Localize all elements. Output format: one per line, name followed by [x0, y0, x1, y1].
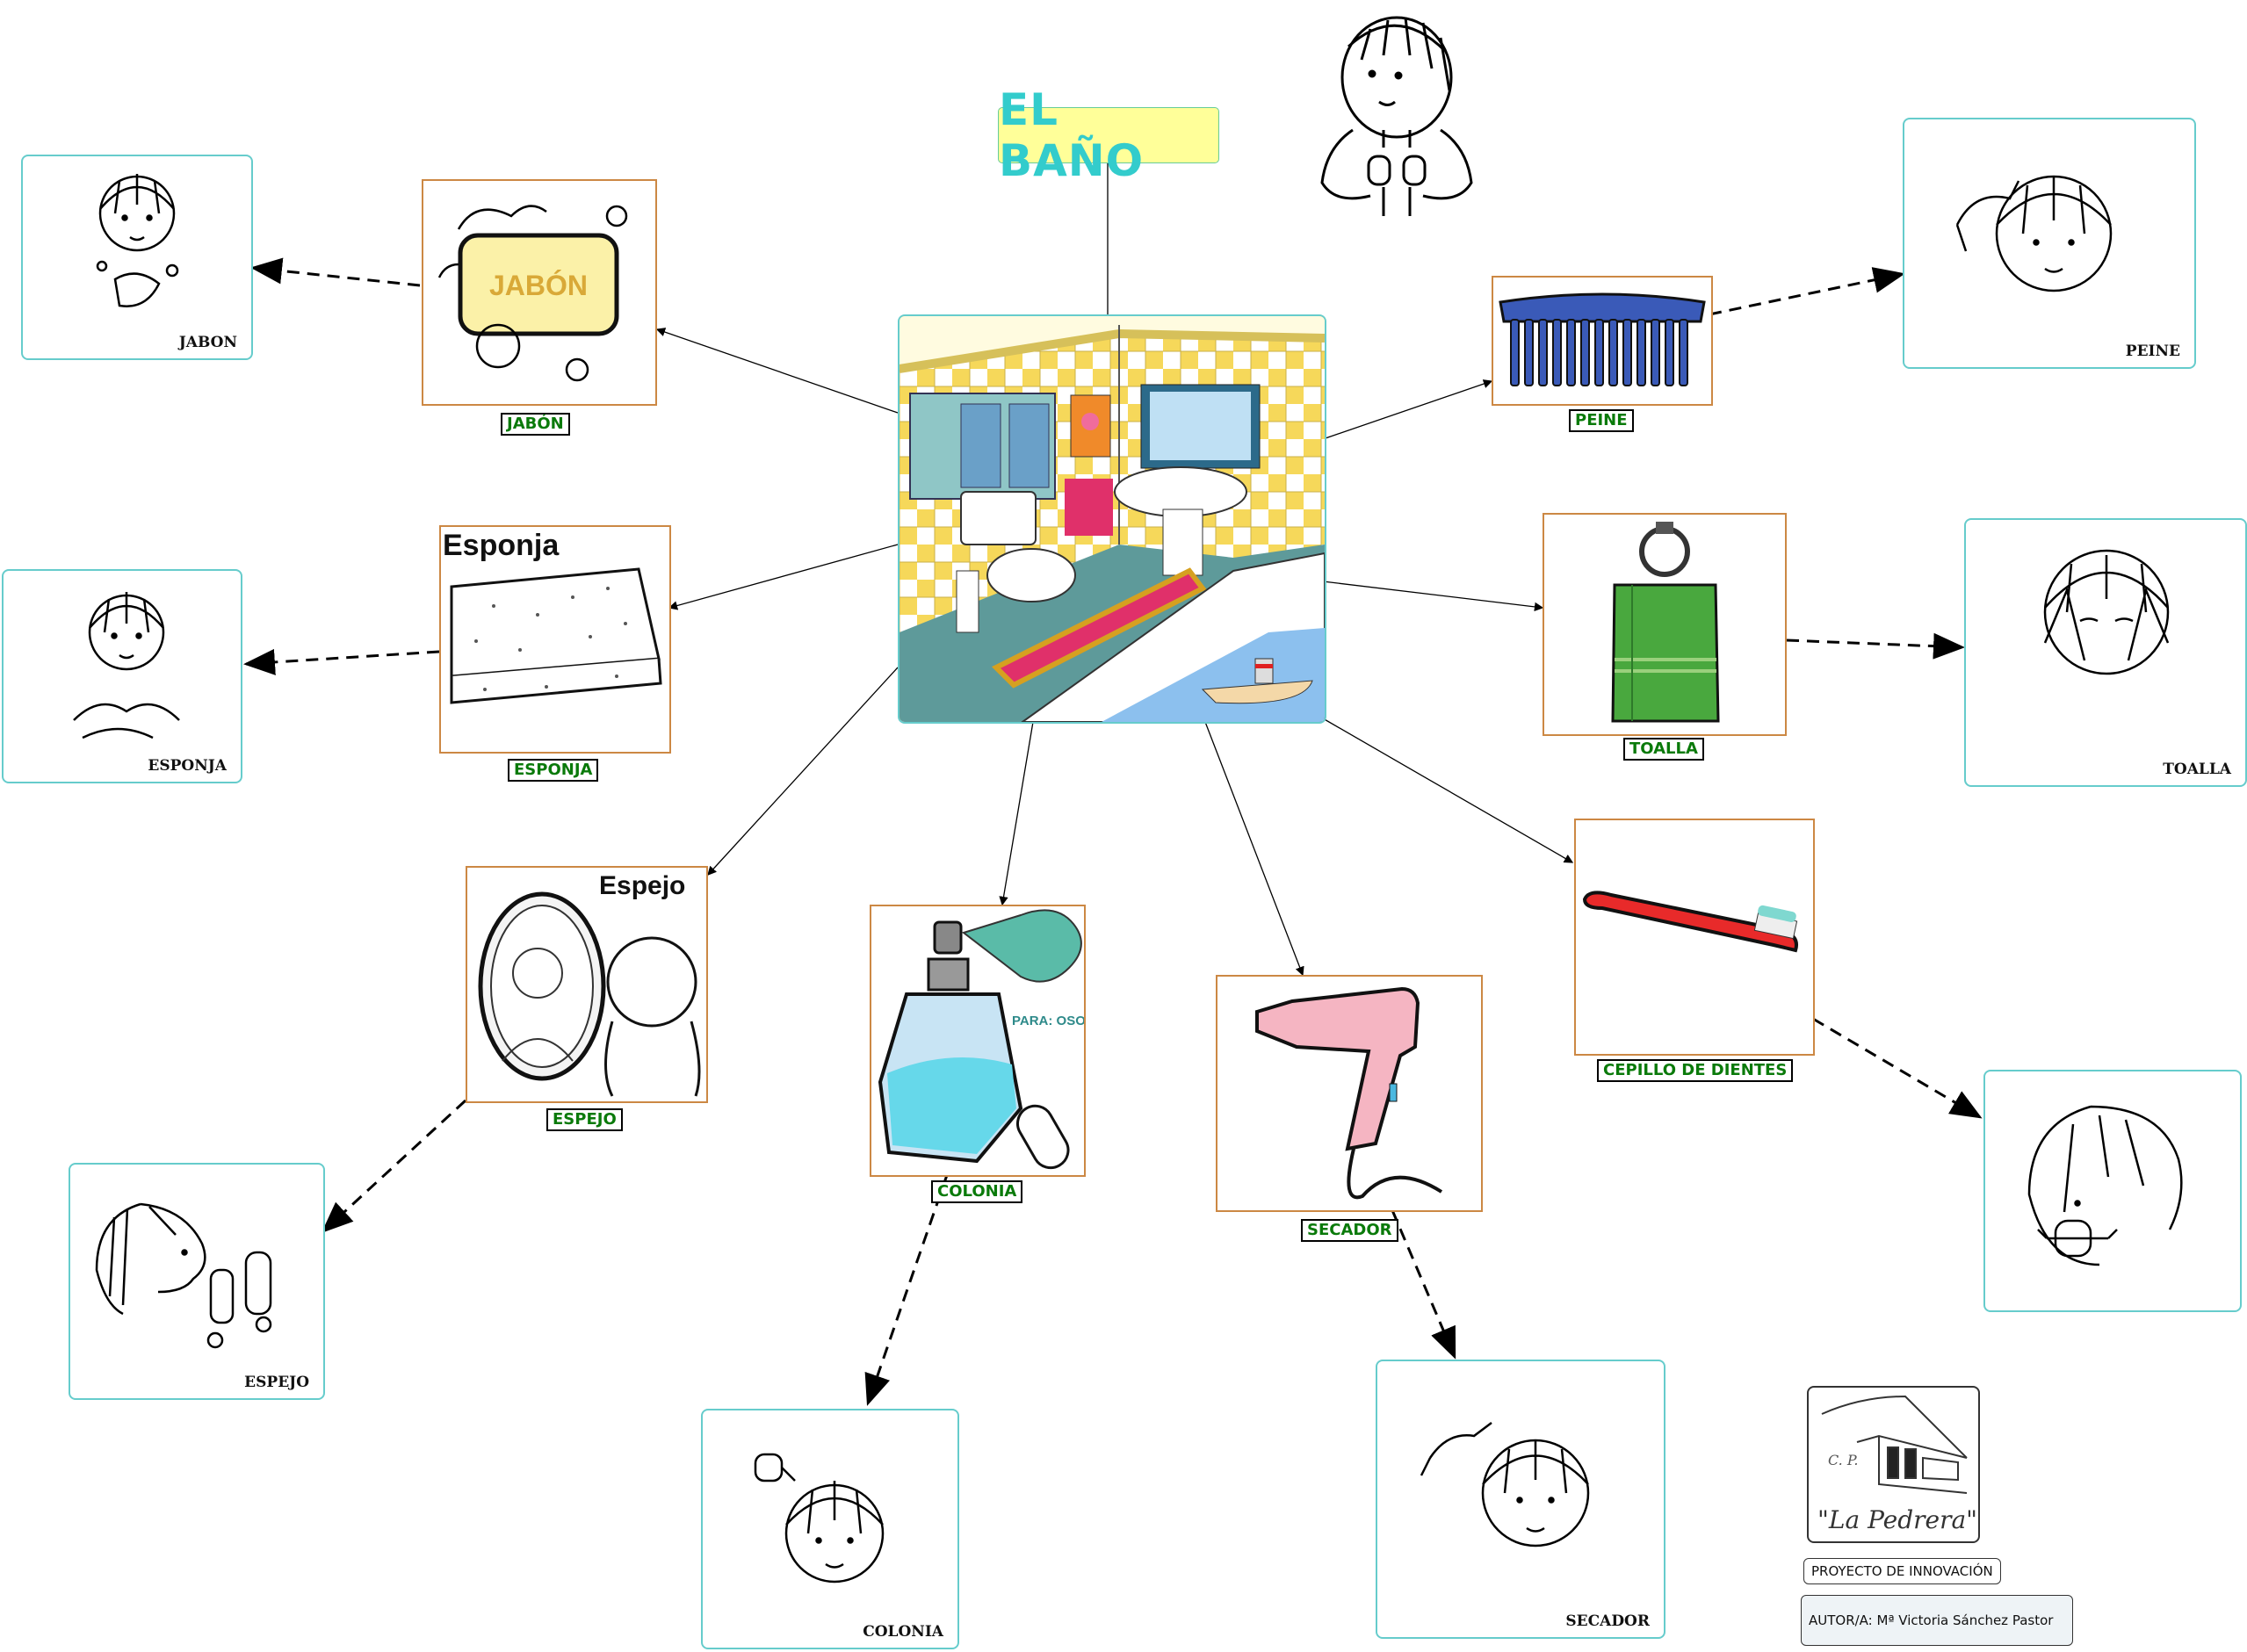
towel-icon [1611, 522, 1720, 723]
soap-icon: JABÓN [437, 205, 628, 382]
sign-label-secador: SECADOR [1565, 1612, 1650, 1630]
label-peine: PEINE [1569, 409, 1634, 432]
cologne-text: PARA: OSO [1012, 1014, 1084, 1028]
dlink-esponja [243, 648, 440, 675]
link-center-espejo [707, 667, 899, 876]
dlink-peine [1709, 267, 1905, 316]
object-node-colonia[interactable]: PARA: OSO [870, 905, 1086, 1177]
dlink-cepillo [1812, 1017, 1983, 1119]
object-node-toalla[interactable] [1543, 513, 1787, 736]
sign-label-toalla: TOALLA [2163, 761, 2231, 778]
sign-child-illustration [1320, 16, 1473, 216]
label-espejo: ESPEJO [546, 1108, 623, 1131]
mirror-text: Espejo [599, 871, 685, 900]
project-box: PROYECTO DE INNOVACIÓN [1803, 1558, 2001, 1584]
sign-label-espejo: ESPEJO [244, 1374, 309, 1391]
dlink-toalla [1786, 632, 1965, 660]
logo-name-text: "La Pedrera" [1817, 1505, 1977, 1534]
child-sign-espejo [95, 1202, 272, 1349]
link-center-peine [1322, 379, 1493, 440]
solid-links [655, 162, 1574, 977]
label-secador: SECADOR [1301, 1219, 1398, 1242]
link-center-toalla [1322, 581, 1544, 612]
toothbrush-icon [1582, 891, 1798, 953]
label-toalla: TOALLA [1623, 738, 1704, 761]
mirror-icon: Espejo [478, 871, 701, 1097]
link-center-esponja [668, 544, 899, 610]
bathroom-scene[interactable] [898, 314, 1326, 724]
child-sign-cepillo [2027, 1105, 2183, 1266]
child-sign-colonia [754, 1453, 885, 1583]
object-node-peine[interactable] [1492, 276, 1713, 406]
logo-cp-text: C. P. [1828, 1452, 1858, 1468]
link-center-colonia [999, 721, 1034, 906]
sign-card-colonia[interactable]: COLONIA [701, 1409, 959, 1649]
object-node-esponja[interactable]: Esponja [439, 525, 671, 754]
sponge-text: Esponja [443, 529, 560, 562]
project-text: PROYECTO DE INNOVACIÓN [1811, 1563, 1993, 1579]
dashed-links [243, 257, 1983, 1406]
sign-card-esponja[interactable]: ESPONJA [2, 569, 242, 783]
school-logo: C. P. "La Pedrera" [1807, 1386, 1980, 1543]
bathroom-illustration [900, 316, 1325, 722]
soap-text: JABÓN [489, 270, 588, 301]
comb-icon [1499, 292, 1706, 386]
child-sign-esponja [73, 592, 180, 739]
sign-card-jabon[interactable]: JABON [21, 155, 253, 360]
sponge-icon: Esponja [443, 529, 662, 704]
title-text: EL BAÑO [999, 84, 1145, 186]
sign-card-toalla[interactable]: TOALLA [1964, 518, 2247, 787]
link-center-secador [1204, 721, 1304, 977]
sign-label-jabon: JABON [178, 334, 237, 351]
sign-card-cepillo[interactable] [1983, 1070, 2242, 1312]
label-esponja: ESPONJA [508, 759, 599, 782]
author-box: AUTOR/A: Mª Victoria Sánchez Pastor [1801, 1595, 2073, 1646]
sign-card-secador[interactable]: SECADOR [1376, 1360, 1665, 1639]
dlink-espejo [321, 1099, 467, 1234]
cologne-icon: PARA: OSO [878, 909, 1086, 1170]
object-node-secador[interactable] [1216, 975, 1483, 1212]
child-sign-secador [1420, 1422, 1590, 1547]
link-center-jabon [655, 328, 899, 414]
object-node-cepillo[interactable] [1574, 819, 1815, 1056]
dlink-colonia [864, 1174, 949, 1406]
sign-label-esponja: ESPONJA [148, 757, 227, 775]
hair-dryer-icon [1255, 986, 1443, 1200]
label-colonia: COLONIA [931, 1180, 1023, 1203]
label-cepillo: CEPILLO DE DIENTES [1597, 1059, 1794, 1082]
dlink-jabon [250, 257, 421, 287]
child-sign-peine [1955, 175, 2113, 292]
author-text: AUTOR/A: Mª Victoria Sánchez Pastor [1809, 1612, 2054, 1628]
object-node-jabon[interactable]: JABÓN [422, 179, 657, 406]
sign-label-colonia: COLONIA [863, 1623, 943, 1641]
child-sign-toalla [2043, 549, 2170, 675]
label-jabon: JABÓN [501, 413, 570, 436]
link-center-cepillo [1322, 718, 1574, 863]
sign-card-peine[interactable]: PEINE [1903, 118, 2196, 369]
title-node[interactable]: EL BAÑO [998, 84, 1219, 186]
sign-label-peine: PEINE [2125, 343, 2180, 360]
dlink-secador [1391, 1209, 1456, 1360]
sign-card-espejo[interactable]: ESPEJO [69, 1163, 325, 1400]
child-sign-jabon [96, 174, 179, 307]
object-node-espejo[interactable]: Espejo [466, 866, 708, 1103]
